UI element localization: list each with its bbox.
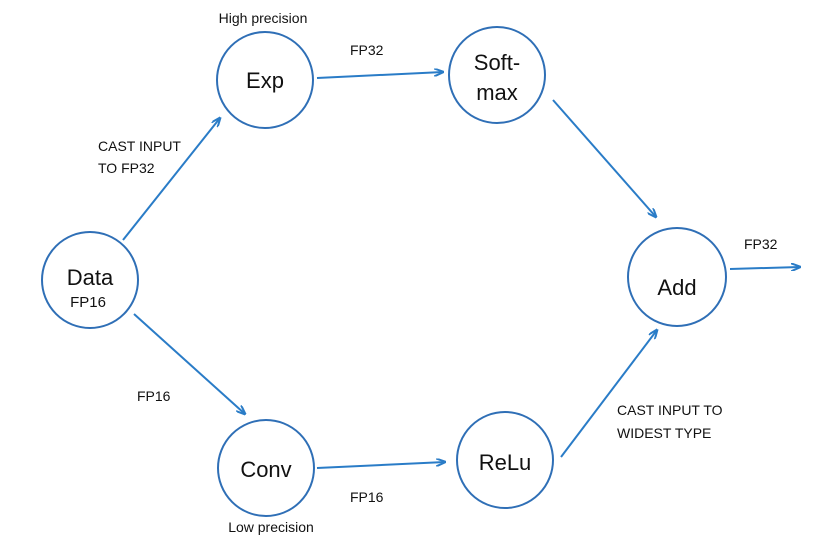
node-exp-label: Exp [246,68,284,93]
caption-high-precision: High precision [219,10,308,26]
node-conv-label: Conv [240,457,291,482]
node-add: Add [627,227,727,327]
node-relu: ReLu [456,411,554,509]
edge-label-cast-fp32-line1: CAST INPUT [98,138,181,154]
caption-low-precision: Low precision [228,519,314,535]
edge-data-conv [133,313,245,414]
edge-label-cast-widest-line1: CAST INPUT TO [617,402,723,418]
edge-label-cast-widest-line2: WIDEST TYPE [617,425,711,441]
edge-relu-add [560,330,657,458]
edge-add-output [729,267,800,269]
node-add-label: Add [657,275,696,300]
edge-exp-softmax [316,72,443,79]
edge-label-exp-softmax: FP32 [350,42,384,58]
node-softmax: Soft- max [448,26,546,124]
node-data-label: Data [67,265,114,290]
node-data: Data FP16 [41,231,139,329]
edge-label-conv-relu: FP16 [350,489,384,505]
edge-softmax-add [552,99,656,217]
node-softmax-label-line2: max [476,80,518,105]
node-softmax-label-line1: Soft- [474,50,520,75]
node-exp: Exp [216,31,314,129]
edge-label-add-output: FP32 [744,236,778,252]
edge-label-data-conv: FP16 [137,388,171,404]
edge-conv-relu [316,462,445,469]
node-conv: Conv [217,419,315,517]
edge-label-cast-fp32-line2: TO FP32 [98,160,155,176]
node-relu-label: ReLu [479,450,532,475]
node-data-sublabel: FP16 [70,294,106,311]
edge-data-exp [122,118,220,241]
